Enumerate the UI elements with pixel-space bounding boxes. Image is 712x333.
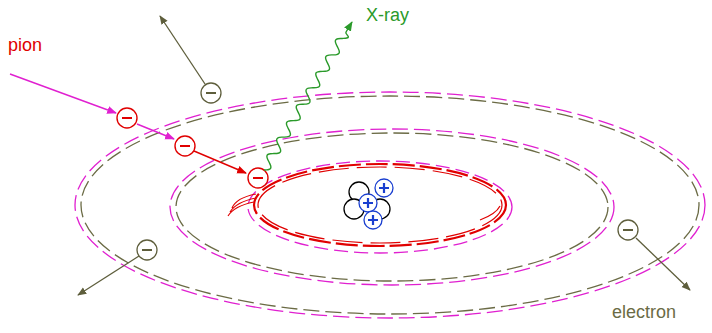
orbit	[81, 96, 699, 314]
x-ray-photon	[264, 22, 352, 170]
particle-label: pion	[8, 36, 42, 56]
orbit	[176, 133, 608, 281]
orbit	[75, 92, 705, 318]
orbits	[75, 92, 705, 318]
orbit	[248, 161, 512, 253]
pion-orbit	[254, 164, 506, 246]
nucleus	[344, 179, 393, 229]
pion-path	[10, 74, 268, 188]
electrons	[78, 16, 690, 295]
particle-label: electron	[612, 303, 676, 323]
pion-orbit	[480, 206, 500, 220]
radiation-label: X-ray	[366, 6, 409, 26]
pion-orbit	[228, 194, 256, 216]
orbit	[170, 129, 614, 285]
pion-orbit	[258, 167, 502, 243]
